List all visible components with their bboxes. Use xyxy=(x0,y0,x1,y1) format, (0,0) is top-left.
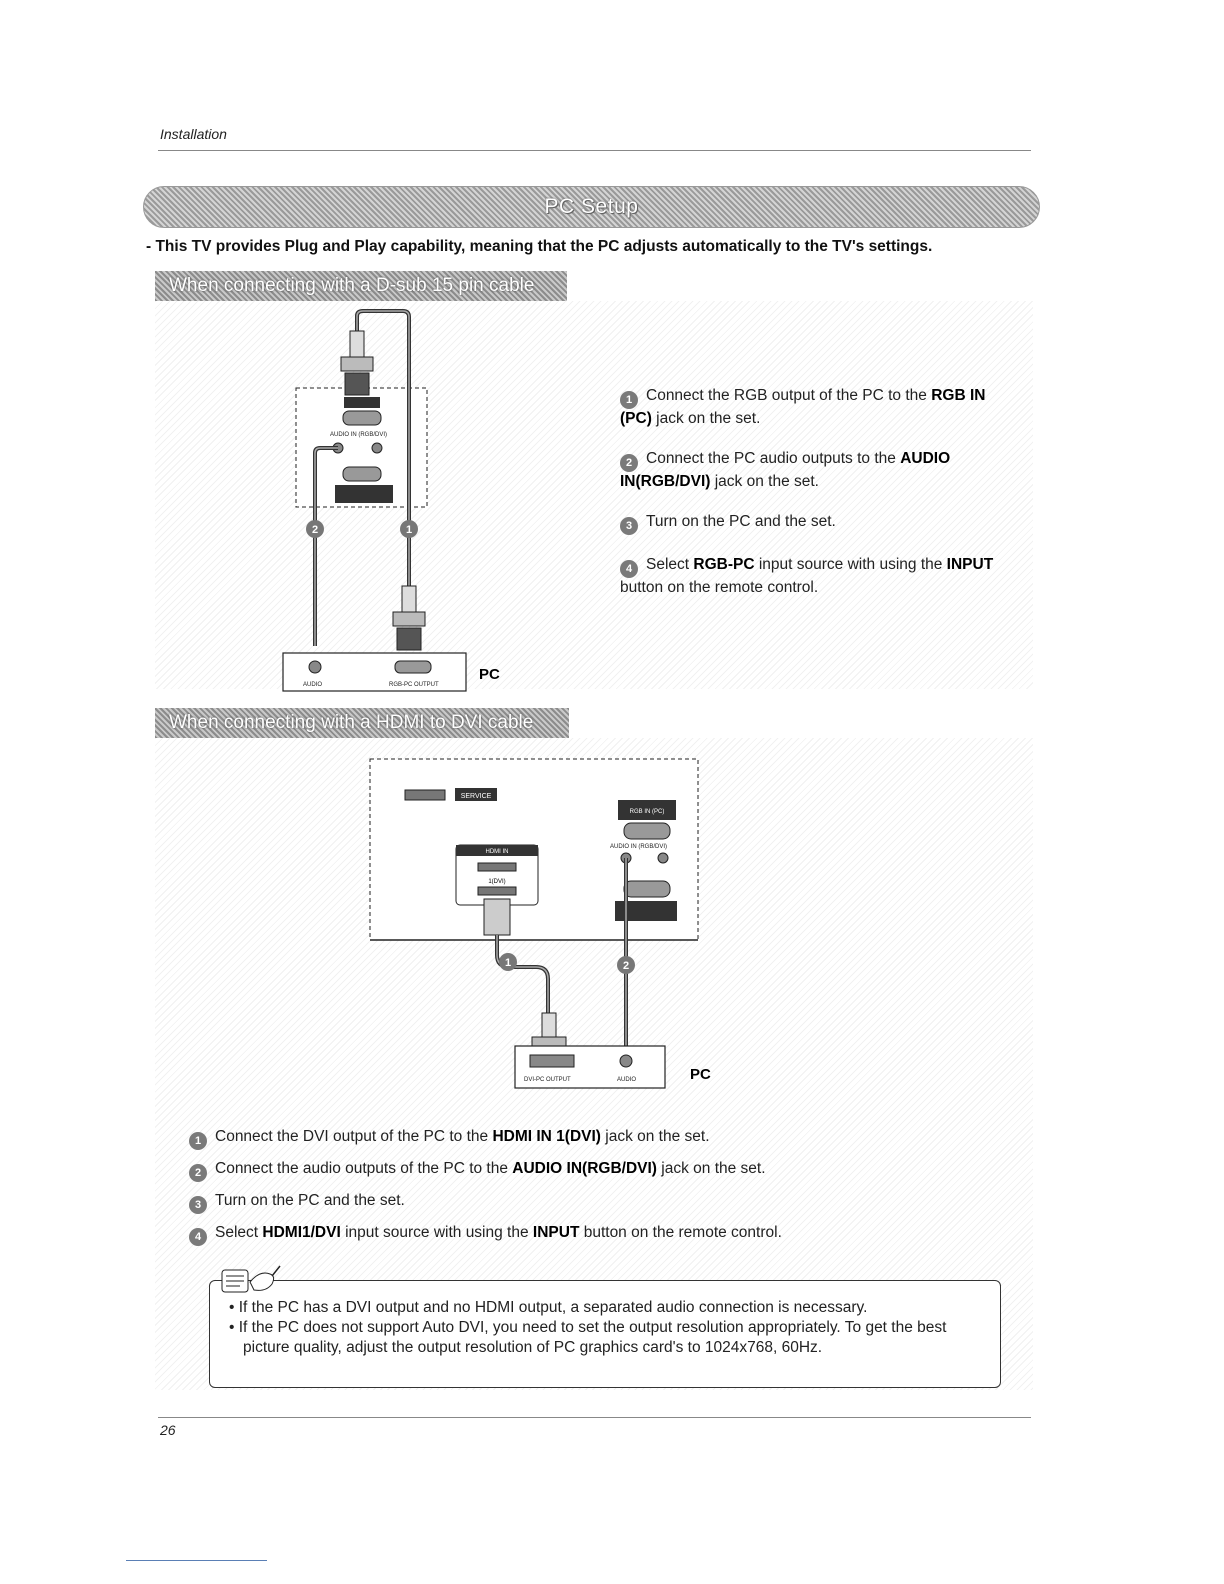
header-rule xyxy=(158,150,1031,151)
svg-text:AUDIO: AUDIO xyxy=(617,1077,636,1083)
note-hand-icon xyxy=(221,1265,281,1293)
callout-1-hdmi xyxy=(499,953,517,971)
svg-text:RGB IN (PC): RGB IN (PC) xyxy=(630,809,665,815)
remote-jack-2 xyxy=(657,852,669,864)
svg-text:DVI-PC OUTPUT: DVI-PC OUTPUT xyxy=(524,1077,571,1083)
dsub-heading: When connecting with a D-sub 15 pin cabl… xyxy=(155,271,567,301)
rgb-in-badge-2 xyxy=(618,800,676,820)
rs232-port-2 xyxy=(623,880,671,898)
svg-text:SERVICE: SERVICE xyxy=(461,793,492,800)
note-1: • If the PC has a DVI output and no HDMI… xyxy=(229,1299,868,1316)
hdmi-plug xyxy=(483,898,511,936)
svg-text:RGB-PC OUTPUT: RGB-PC OUTPUT xyxy=(389,682,439,688)
svg-text:AUDIO IN (RGB/DVI): AUDIO IN (RGB/DVI) xyxy=(610,844,667,850)
section-label: Installation xyxy=(160,126,227,142)
svg-text:1(DVI): 1(DVI) xyxy=(488,879,505,885)
page-number: 26 xyxy=(160,1422,176,1438)
pc-audio-jack-2 xyxy=(619,1054,633,1068)
hdmi-heading: When connecting with a HDMI to DVI cable xyxy=(155,708,569,738)
pc-label: PC xyxy=(479,666,500,683)
note-box xyxy=(209,1280,1001,1388)
remote-jack xyxy=(371,442,383,454)
title-banner: PC Setup xyxy=(143,186,1040,228)
rgb-in-badge xyxy=(344,397,380,408)
rgb-in-port xyxy=(342,410,382,426)
footer-rule xyxy=(158,1417,1031,1418)
hdmi-cable xyxy=(495,935,550,1015)
note-2: • If the PC does not support Auto DVI, y… xyxy=(229,1319,947,1356)
svg-text:2: 2 xyxy=(623,960,629,972)
svg-text:1: 1 xyxy=(406,524,412,536)
pc-label-2: PC xyxy=(690,1066,711,1083)
audio-in-text: AUDIO IN (RGB/DVI) xyxy=(330,432,387,438)
page-title: PC Setup xyxy=(544,195,639,218)
rgb-in-port-2 xyxy=(623,822,671,840)
rs232-badge xyxy=(335,485,393,503)
dsub-diagram: AUDIO IN (RGB/DVI) 2 1 AUDIO RGB-PC OUTP… xyxy=(282,309,500,692)
svg-text:2: 2 xyxy=(312,524,318,536)
pc-audio-jack xyxy=(308,660,322,674)
hdmi-diagram: SERVICE RGB IN (PC) AUDIO IN (RGB/DVI) H… xyxy=(369,758,711,1089)
callout-2 xyxy=(306,520,324,538)
rgb-plug-top xyxy=(349,330,365,358)
svg-text:HDMI IN: HDMI IN xyxy=(486,849,509,855)
pc-dvi-port xyxy=(529,1054,575,1068)
service-badge xyxy=(455,788,497,801)
svg-text:AUDIO: AUDIO xyxy=(303,682,322,688)
hdmi-top-port xyxy=(404,789,446,801)
notes: • If the PC has a DVI output and no HDMI… xyxy=(229,1298,989,1358)
pc-rgb-port xyxy=(394,660,432,674)
svg-text:1: 1 xyxy=(505,957,511,969)
callout-1 xyxy=(400,520,418,538)
callout-2-hdmi xyxy=(617,956,635,974)
bottom-link-rule xyxy=(126,1560,267,1561)
rs232-badge-2 xyxy=(615,901,677,921)
rs232-port xyxy=(342,466,382,482)
intro-text: - This TV provides Plug and Play capabil… xyxy=(146,238,933,255)
